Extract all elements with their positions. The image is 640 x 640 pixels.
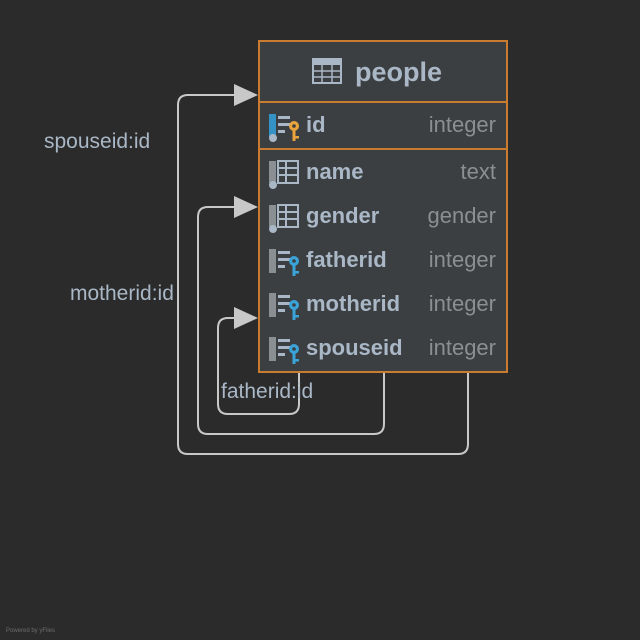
column-type: gender [427,203,496,228]
table-icon [312,58,342,89]
column-name: name [306,159,364,184]
table-header[interactable]: people [260,42,506,103]
column-row-gender[interactable]: gender gender [260,194,506,238]
relation-label-spouseid: spouseid:id [44,130,151,153]
arrowhead [234,307,258,329]
relation-label-motherid: motherid:id [70,282,174,305]
column-type: integer [428,291,496,316]
column-icon [269,203,303,233]
arrowhead [234,84,258,106]
foreign-key-column-icon [269,291,303,321]
primary-key-column-icon [269,112,303,142]
column-row-name[interactable]: name text [260,150,506,194]
column-type: integer [428,335,496,360]
column-row-fatherid[interactable]: fatherid integer [260,238,506,282]
table-title: people [355,57,443,87]
column-name: gender [306,203,380,228]
column-row-id[interactable]: id integer [260,103,506,150]
column-icon [269,159,303,189]
table-people[interactable]: people id integer [258,40,508,373]
powered-by-footer: Powered by yFiles [6,628,56,634]
arrowhead [234,196,258,218]
column-row-motherid[interactable]: motherid integer [260,282,506,326]
edge-motherid-gender[interactable] [197,206,385,435]
column-type: integer [428,247,496,272]
foreign-key-column-icon [269,335,303,365]
column-type: integer [428,112,496,137]
edge-spouseid-id[interactable] [177,94,469,455]
edge-fatherid-motherid[interactable] [217,317,300,415]
column-name: id [306,112,326,137]
column-row-spouseid[interactable]: spouseid integer [260,326,506,370]
relation-label-fatherid: fatherid:id [221,380,314,403]
foreign-key-column-icon [269,247,303,277]
column-name: spouseid [306,335,403,360]
column-name: fatherid [306,247,387,272]
column-type: text [460,159,496,184]
column-name: motherid [306,291,401,316]
